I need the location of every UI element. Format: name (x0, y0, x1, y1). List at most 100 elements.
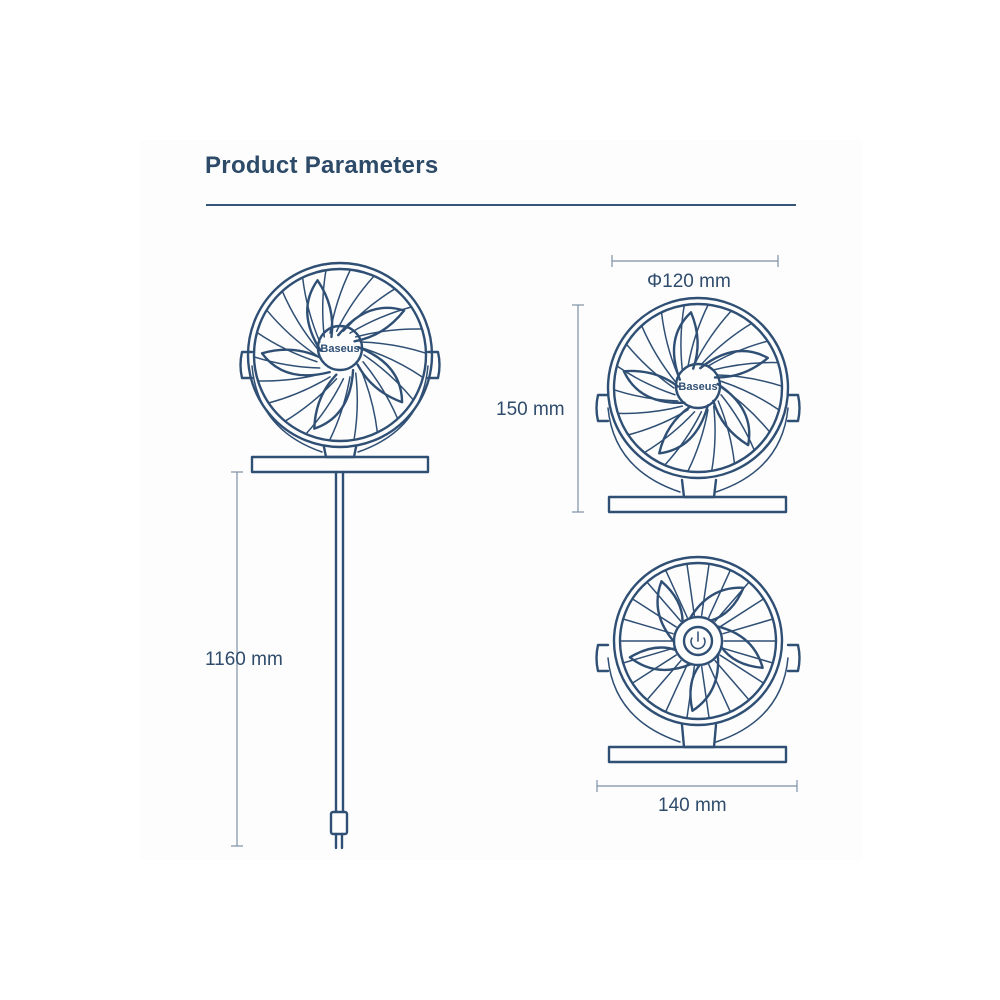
fan-base (607, 495, 788, 514)
grille-spoke (362, 361, 399, 420)
grille-spoke (354, 328, 423, 338)
width-label: 140 mm (658, 795, 727, 816)
grille-spoke (616, 365, 676, 396)
grille-spoke (707, 340, 769, 367)
grille-spoke (267, 376, 331, 404)
fan-base (607, 745, 788, 764)
page-title: Product Parameters (205, 152, 439, 179)
grille-spoke (722, 618, 774, 635)
fan-hub (674, 362, 722, 410)
fan-blade (715, 625, 764, 670)
grille-spoke (717, 400, 736, 465)
grille-spoke (643, 411, 696, 454)
grille-spoke (660, 311, 679, 376)
grille-spoke (700, 563, 710, 617)
grille-spoke (719, 654, 765, 684)
fan-blade (672, 311, 699, 381)
fan-front-view-with-cable: Baseus (239, 261, 441, 850)
cable-length-label: 1160 mm (205, 649, 283, 670)
fan-inner-ring (252, 267, 428, 443)
grille-spoke (613, 389, 679, 402)
grille-spoke (631, 654, 677, 684)
grille-spoke (349, 306, 413, 334)
grille-spoke (617, 405, 684, 415)
fan-neck (680, 723, 718, 749)
grille-spoke (680, 304, 686, 371)
fan-back-view (595, 555, 801, 764)
grille-spoke (257, 372, 326, 382)
fan-blades (628, 580, 764, 712)
grille-spoke (321, 269, 327, 338)
brand-logo: Baseus (320, 343, 359, 355)
grille-spoke (722, 647, 774, 664)
fan-blade (688, 586, 745, 622)
grille-spoke (353, 372, 359, 441)
grille-spoke (720, 394, 756, 452)
grille-spoke (714, 659, 750, 701)
title-divider (206, 204, 796, 206)
fan-rear-grille (619, 563, 777, 719)
diameter-dimension (611, 255, 779, 267)
fan-grille (613, 303, 783, 473)
power-icon (690, 631, 706, 650)
fan-neck (322, 445, 358, 459)
grille-spoke (717, 374, 783, 387)
grille-spoke (359, 367, 379, 434)
fan-blade (356, 346, 404, 404)
grille-spoke (700, 665, 710, 719)
height-label: 150 mm (496, 399, 565, 420)
grille-spoke (686, 563, 696, 617)
power-button-ring (682, 625, 714, 657)
fan-blade (306, 279, 334, 352)
fan-blade (657, 404, 710, 455)
grille-spoke (720, 380, 780, 411)
grille-spoke (284, 378, 338, 422)
fan-hub (316, 324, 364, 372)
fan-inner-ring (612, 302, 784, 474)
grille-spoke (256, 331, 318, 363)
grille-spoke (622, 618, 674, 635)
fan-side-clips (595, 393, 801, 493)
grille-spoke (301, 276, 321, 343)
grille-spoke (663, 411, 703, 466)
fan-blade (313, 368, 355, 430)
grille-spoke (646, 581, 682, 623)
rear-hub (672, 615, 724, 667)
grille-spoke (708, 663, 732, 713)
grille-spoke (664, 569, 688, 619)
fan-blade (260, 348, 331, 377)
width-dimension (596, 780, 798, 792)
fan-front-view: Baseus (595, 296, 801, 514)
grille-spoke (265, 309, 317, 356)
grille-spoke (328, 376, 351, 442)
grille-spoke (664, 663, 688, 713)
grille-spoke (627, 409, 689, 436)
fan-grille (253, 268, 427, 442)
grille-spoke (640, 324, 676, 382)
grille-spoke (625, 343, 675, 389)
fan-neck (680, 478, 718, 499)
grille-spoke (363, 354, 415, 401)
cable-length-dimension (231, 471, 243, 847)
grille-spoke (719, 598, 765, 628)
grille-spoke (712, 361, 779, 371)
grille-spoke (714, 581, 750, 623)
height-dimension (572, 304, 584, 513)
grille-spoke (687, 409, 709, 473)
grille-spoke (253, 356, 321, 369)
fan-blade (712, 382, 751, 447)
fan-blade (656, 580, 684, 643)
fan-outer-ring (612, 555, 784, 727)
grille-spoke (686, 665, 696, 719)
grille-spoke (721, 387, 771, 433)
fan-side-clips (239, 350, 441, 453)
grille-spoke (359, 341, 427, 354)
grille-spoke (631, 598, 677, 628)
fan-outer-ring (246, 261, 434, 449)
fan-base (250, 455, 430, 474)
usb-cable (329, 470, 349, 850)
grille-spoke (693, 310, 733, 365)
grille-spoke (700, 322, 753, 365)
